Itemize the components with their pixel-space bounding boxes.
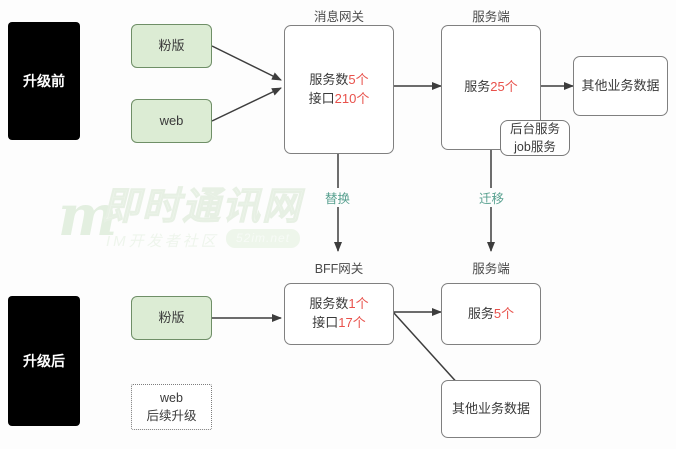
node-other-data-after[interactable]: 其他业务数据 [441, 380, 541, 438]
client-box-fenban-before-label: 粉版 [158, 37, 185, 53]
client-box-fenban-after[interactable]: 粉版 [131, 296, 212, 340]
node-web-pending-upgrade: web 后续升级 [131, 384, 212, 430]
phase-banner-after-label: 升级后 [23, 352, 65, 369]
edge-web-to-gateway [211, 87, 282, 122]
phase-banner-before: 升级前 [8, 22, 80, 140]
node-backend-job-service-line1: 后台服务 [509, 121, 560, 136]
edge-label-migrate: 迁移 [477, 188, 507, 207]
node-other-data-after-label: 其他业务数据 [451, 400, 530, 416]
node-bff-gateway-line2: 接口17个 [312, 315, 366, 330]
node-web-pending-upgrade-line1: web [160, 390, 183, 405]
node-other-data-before[interactable]: 其他业务数据 [573, 56, 668, 116]
phase-banner-before-label: 升级前 [23, 72, 65, 89]
node-message-gateway[interactable]: 服务数5个 接口210个 [284, 25, 394, 154]
phase-banner-after: 升级后 [8, 296, 80, 426]
client-box-web-before-label: web [159, 112, 184, 128]
client-box-fenban-after-label: 粉版 [158, 309, 185, 325]
client-box-fenban-before[interactable]: 粉版 [131, 24, 212, 68]
node-web-pending-upgrade-line2: 后续升级 [146, 409, 197, 423]
node-message-gateway-line2: 接口210个 [308, 90, 370, 106]
node-server-before-line1: 服务25个 [464, 79, 518, 95]
edge-fenban-to-gateway [211, 45, 282, 81]
node-backend-job-service[interactable]: 后台服务 job服务 [500, 120, 570, 156]
caption-server-after: 服务端 [472, 262, 510, 276]
caption-server-before: 服务端 [472, 10, 510, 24]
node-server-after[interactable]: 服务5个 [441, 283, 541, 345]
caption-bff-gateway: BFF网关 [314, 262, 364, 276]
node-bff-gateway-line1: 服务数1个 [309, 296, 369, 312]
node-bff-gateway[interactable]: 服务数1个 接口17个 [284, 283, 394, 345]
node-other-data-before-label: 其他业务数据 [581, 77, 660, 93]
client-box-web-before[interactable]: web [131, 99, 212, 143]
node-message-gateway-line1: 服务数5个 [309, 71, 369, 87]
edge-label-replace: 替换 [323, 188, 353, 207]
caption-message-gateway: 消息网关 [313, 10, 364, 24]
node-server-after-line1: 服务5个 [467, 305, 515, 321]
node-backend-job-service-line2: job服务 [514, 140, 556, 154]
